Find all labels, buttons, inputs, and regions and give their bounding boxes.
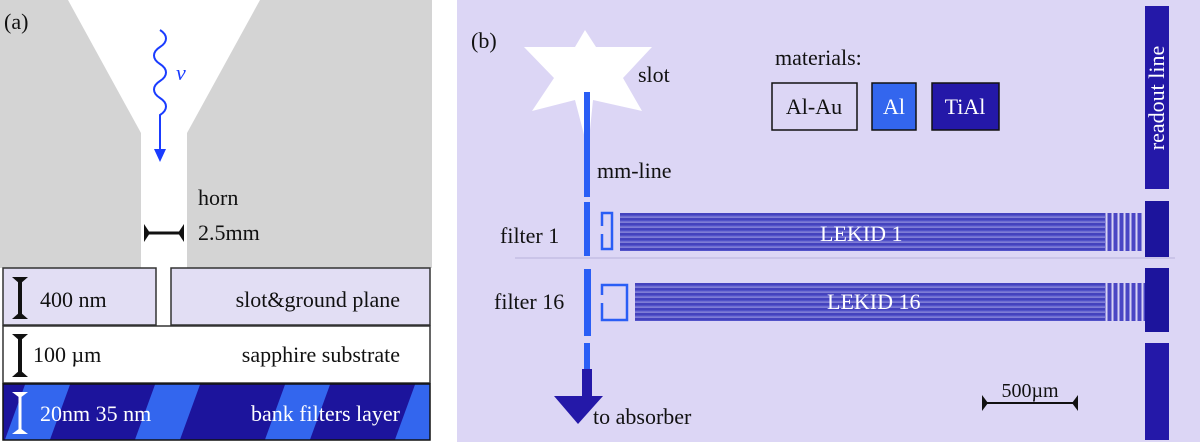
filter-label: filter 16 — [494, 289, 564, 314]
mm-line-segment — [584, 343, 590, 371]
mm-line — [584, 92, 590, 197]
thickness-marker-icon — [12, 392, 28, 434]
legend-item-tial: TiAl — [931, 82, 1000, 131]
legend-label: Al — [883, 94, 905, 119]
legend-label: Al-Au — [786, 94, 842, 119]
mm-line-segment — [584, 269, 591, 336]
horn-wall-left — [0, 0, 141, 268]
mm-line-label: mm-line — [597, 158, 672, 183]
lekid-label: LEKID 16 — [827, 289, 920, 314]
panel-a: (a) ν horn 2.5mm 400 nm slot&ground plan… — [0, 0, 432, 442]
slot-antenna-icon — [524, 30, 652, 150]
filter-resonator-icon — [600, 211, 614, 251]
lekid-capacitor — [1105, 213, 1143, 251]
horn-wall-right — [187, 0, 432, 268]
lekid-capacitor — [1105, 283, 1145, 321]
scale-bar-icon — [982, 395, 1078, 411]
legend-item-al-au: Al-Au — [771, 82, 858, 131]
absorber-line — [582, 369, 592, 399]
filter-resonator-icon — [600, 283, 629, 322]
scale-bar-label: 500µm — [1001, 380, 1059, 402]
photon-wave-icon — [153, 29, 167, 162]
lekid-meander — [635, 283, 1105, 321]
materials-title: materials: — [775, 45, 862, 70]
layer-1-name: slot&ground plane — [236, 287, 400, 312]
mm-line-segment — [584, 202, 590, 256]
absorber-arrow-icon — [554, 396, 603, 424]
layer-3-thickness: 20nm 35 nm — [40, 401, 151, 426]
readout-line-segment — [1145, 343, 1169, 440]
readout-line-label: readout line — [1144, 46, 1169, 150]
thickness-marker-icon — [12, 334, 28, 377]
legend-item-al: Al — [871, 82, 917, 131]
panel-b-label: (b) — [471, 28, 497, 53]
panel-b: (b) slot mm-line materials: Al-Au Al TiA… — [457, 0, 1200, 442]
horn-width-label: 2.5mm — [198, 220, 260, 245]
readout-line-segment — [1145, 201, 1169, 257]
lekid-meander — [620, 213, 1105, 251]
layer-1-thickness: 400 nm — [40, 287, 107, 312]
layer-2-thickness: 100 µm — [33, 342, 101, 367]
layer-sapphire-substrate — [2, 325, 431, 384]
photon-frequency-label: ν — [176, 60, 186, 85]
legend-label: TiAl — [945, 94, 986, 119]
thickness-marker-icon — [12, 277, 28, 319]
horn-label: horn — [198, 185, 238, 210]
filter-row-16: filter 16 LEKID 16 — [494, 269, 1145, 336]
readout-line-segment — [1145, 6, 1169, 189]
layer-3-name: bank filters layer — [251, 401, 401, 426]
absorber-label: to absorber — [593, 404, 692, 429]
filter-label: filter 1 — [500, 223, 559, 248]
lekid-label: LEKID 1 — [820, 221, 902, 246]
layer-slot-ground-plane — [2, 267, 431, 326]
layer-2-name: sapphire substrate — [242, 342, 400, 367]
horn-width-dimension-icon — [144, 224, 184, 242]
layer-bank-filters — [2, 383, 431, 441]
panel-a-label: (a) — [4, 9, 28, 34]
readout-line-segment — [1145, 268, 1169, 332]
slot-label: slot — [638, 62, 670, 87]
filter-row-1: filter 1 LEKID 1 — [500, 202, 1143, 256]
